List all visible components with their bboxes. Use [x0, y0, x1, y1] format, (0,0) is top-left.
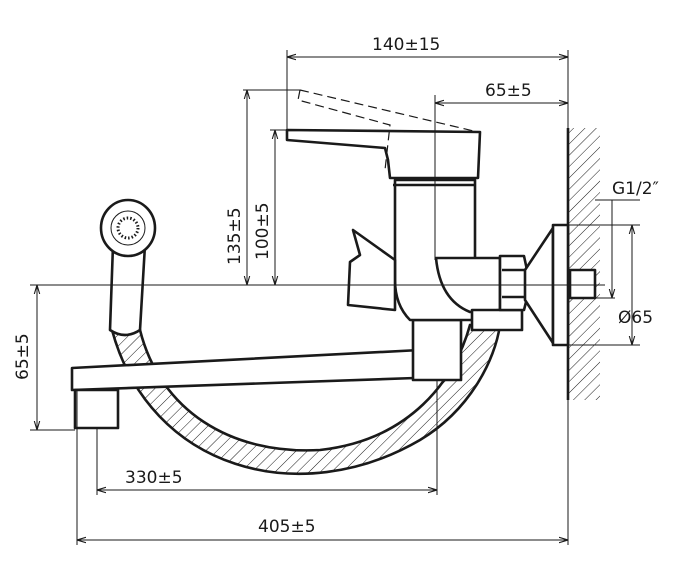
dim-body-height: 100±5 [253, 202, 273, 260]
dim-overall-depth: 140±15 [372, 35, 440, 55]
dim-body-offset: 65±5 [485, 81, 532, 101]
dim-handle-height: 135±5 [225, 207, 245, 265]
shower-head [99, 198, 157, 337]
extension-lines [30, 50, 640, 545]
dim-spout-drop: 65±5 [13, 333, 33, 380]
dim-total-length: 405±5 [258, 517, 316, 537]
mixer-body [285, 89, 529, 382]
dim-flange-diameter: Ø65 [618, 308, 653, 328]
wall [566, 128, 600, 400]
dimension-lines [37, 57, 632, 540]
dim-thread: G1/2″ [612, 179, 659, 199]
dim-spout-reach: 330±5 [125, 468, 183, 488]
